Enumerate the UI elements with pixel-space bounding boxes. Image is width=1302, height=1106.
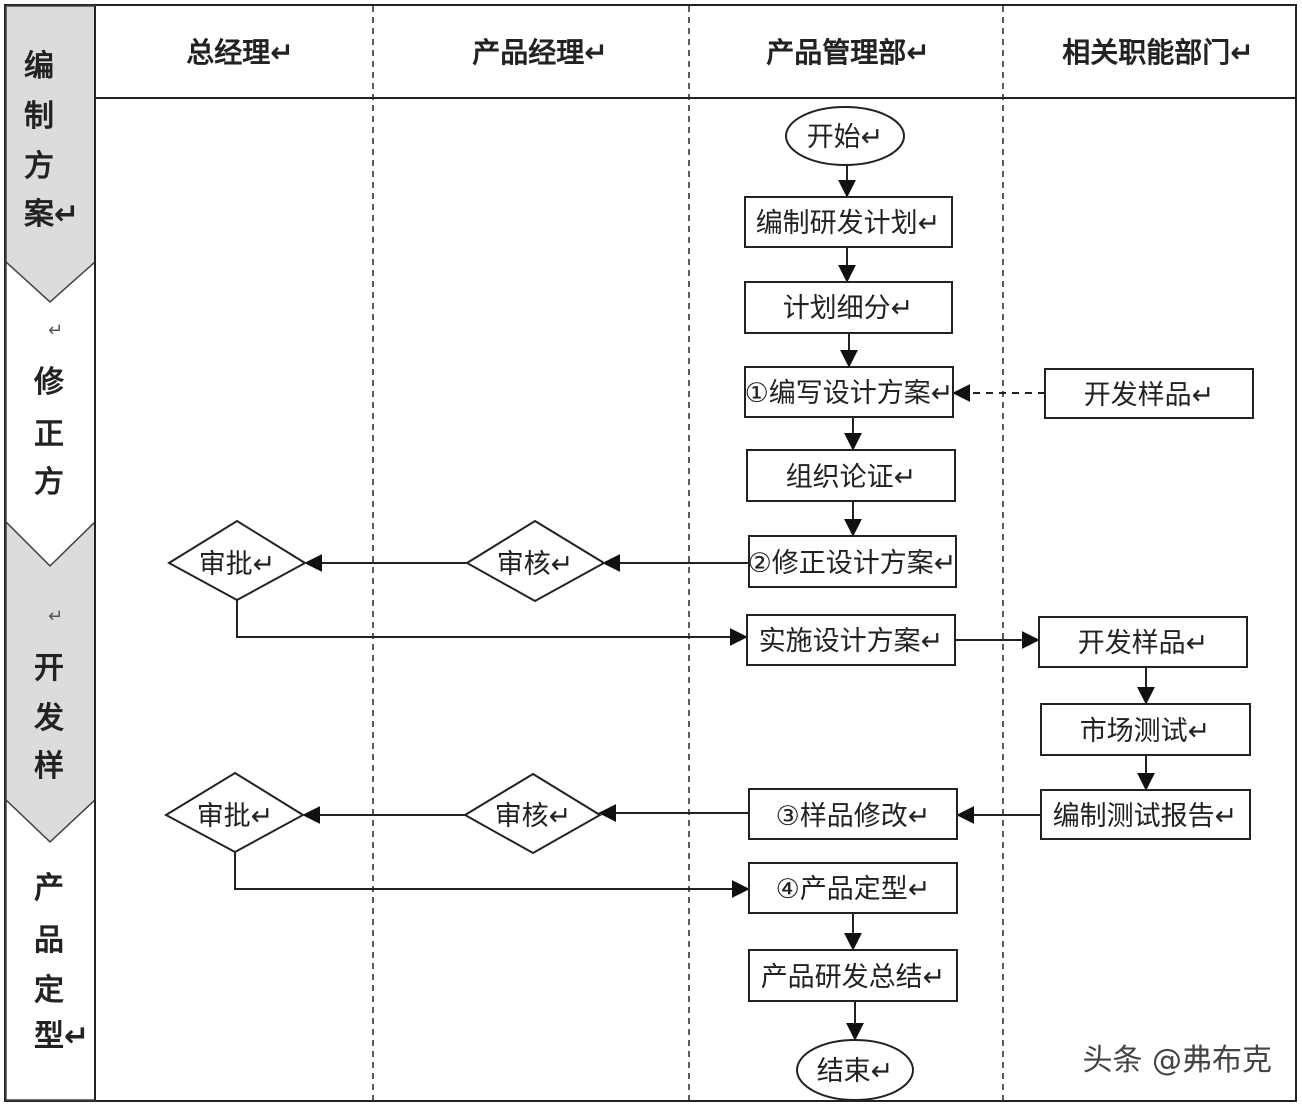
node-approve2: 审批↵: [163, 771, 305, 854]
node-start-label: 开始↵: [807, 122, 884, 153]
phase-2-char-1: 修: [33, 365, 65, 400]
node-sample-ref-label: 开发样品↵: [1084, 380, 1215, 411]
node-revise-label: ②修正设计方案↵: [748, 548, 957, 579]
phase-3-mark: ↵: [48, 606, 63, 627]
node-approve1-label: 审批↵: [199, 549, 276, 580]
phase-column: 编 制 方 案↵ ↵ 修 正 方 ↵ 开 发 样 产 品 定 型↵: [5, 5, 96, 1101]
node-audit2-label: 审核↵: [495, 801, 572, 832]
node-summary: 产品研发总结↵: [748, 949, 958, 1002]
node-sample-ref: 开发样品↵: [1044, 368, 1254, 419]
watermark: 头条 @弗布克: [1082, 1043, 1272, 1078]
node-end: 结束↵: [796, 1039, 914, 1101]
node-modify: ③样品修改↵: [748, 788, 958, 840]
node-start: 开始↵: [785, 106, 905, 166]
node-revise: ②修正设计方案↵: [748, 535, 957, 588]
phase-4-char-2: 品: [34, 923, 64, 958]
node-approve1: 审批↵: [167, 519, 307, 602]
node-audit1: 审核↵: [465, 519, 606, 603]
node-audit1-label: 审核↵: [497, 549, 574, 580]
node-end-label: 结束↵: [817, 1056, 894, 1087]
phase-2-char-2: 正: [34, 417, 64, 452]
node-sample: 开发样品↵: [1038, 616, 1248, 668]
phase-1-char-4: 案↵: [24, 197, 79, 232]
phase-3-char-3: 样: [34, 749, 64, 784]
phase-4-char-3: 定: [34, 973, 64, 1008]
phase-4-char-4: 型↵: [34, 1019, 89, 1054]
node-review-meet-label: 组织论证↵: [786, 462, 917, 493]
node-review-meet: 组织论证↵: [746, 449, 956, 502]
lane-header-general-manager: 总经理↵: [186, 36, 293, 69]
node-split: 计划细分↵: [744, 281, 953, 334]
phase-3-char-2: 发: [33, 701, 64, 736]
node-market: 市场测试↵: [1040, 703, 1251, 756]
lane-header-product-manager: 产品经理↵: [472, 36, 607, 69]
node-finalize-label: ④产品定型↵: [776, 874, 931, 905]
phase-1-char-2: 制: [24, 99, 54, 134]
lane-header-product-dept: 产品管理部↵: [766, 36, 929, 69]
node-report: 编制测试报告↵: [1040, 789, 1251, 840]
lane-header-functional-depts: 相关职能部门↵: [1062, 36, 1253, 69]
node-implement-label: 实施设计方案↵: [759, 626, 944, 657]
node-plan-label: 编制研发计划↵: [756, 208, 941, 239]
node-sample-label: 开发样品↵: [1078, 628, 1209, 659]
node-market-label: 市场测试↵: [1080, 716, 1211, 747]
phase-shape-2: [5, 260, 96, 568]
phase-1-char-1: 编: [24, 49, 54, 84]
node-audit2: 审核↵: [463, 772, 602, 855]
node-plan: 编制研发计划↵: [744, 196, 953, 248]
node-implement: 实施设计方案↵: [746, 614, 956, 666]
arrow-approve2-to-finalize: [234, 852, 750, 898]
node-finalize: ④产品定型↵: [748, 862, 958, 914]
node-write-label: ①编写设计方案↵: [745, 378, 954, 409]
arrow-approve1-to-implement: [236, 600, 748, 646]
node-modify-label: ③样品修改↵: [776, 801, 931, 832]
phase-2-char-3: 方: [34, 465, 64, 500]
node-report-label: 编制测试报告↵: [1053, 801, 1238, 832]
phase-1-char-3: 方: [24, 149, 54, 184]
phase-3-char-1: 开: [34, 651, 64, 686]
node-approve2-label: 审批↵: [197, 801, 274, 832]
node-split-label: 计划细分↵: [783, 293, 914, 324]
phase-4-char-1: 产: [34, 871, 64, 906]
phase-2-mark: ↵: [48, 320, 63, 341]
connectors: [234, 165, 1155, 1041]
node-summary-label: 产品研发总结↵: [761, 962, 946, 993]
node-write: ①编写设计方案↵: [744, 366, 954, 418]
diagram-frame: [4, 4, 1297, 1102]
